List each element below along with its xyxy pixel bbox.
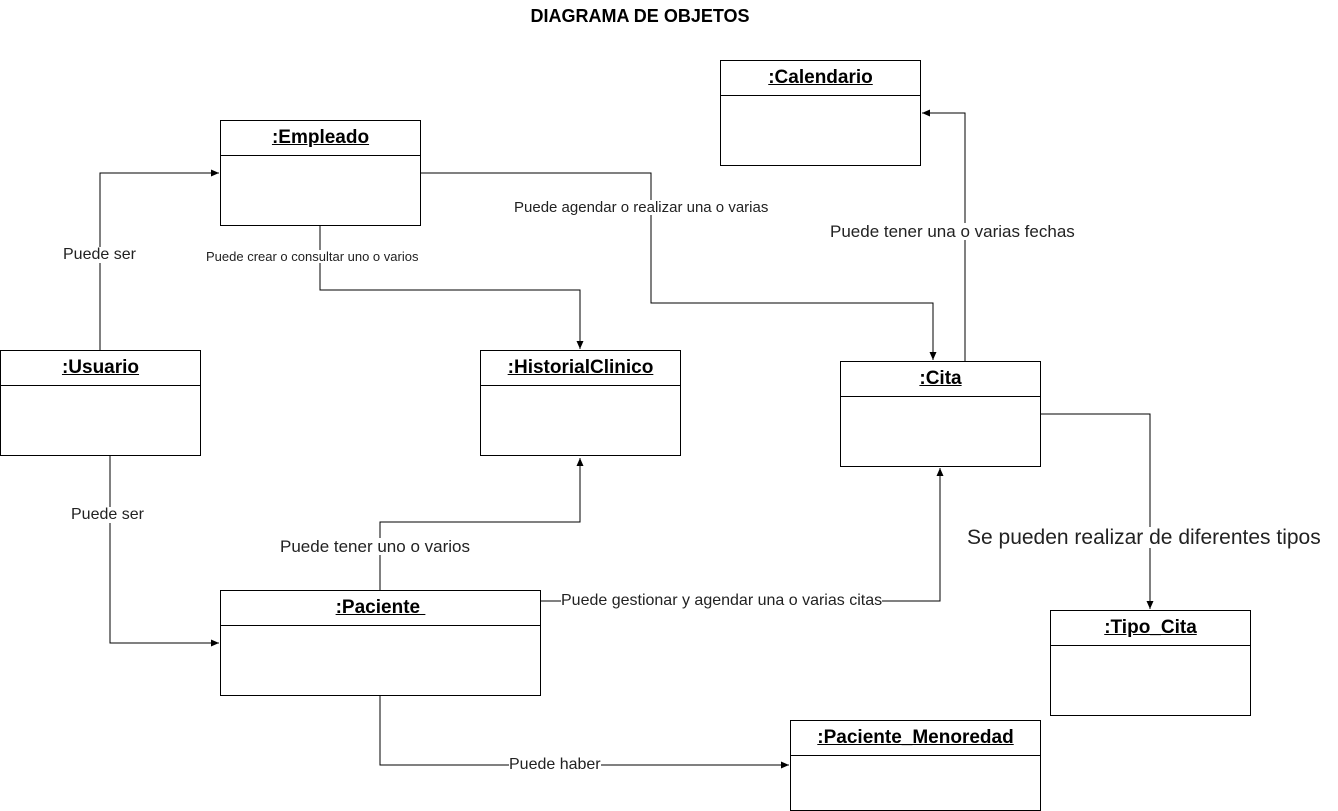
label-paciente-cita: Puede gestionar y agendar una o varias c…	[561, 592, 883, 609]
object-usuario-name: :Usuario	[1, 351, 200, 386]
label-empleado-historial: Puede crear o consultar uno o varios	[206, 249, 419, 264]
object-historial-clinico-name: :HistorialClinico	[481, 351, 680, 386]
object-cita-name: :Cita	[841, 362, 1040, 397]
connector-empleado-historial	[319, 226, 584, 349]
label-cita-calendario: Puede tener una o varias fechas	[830, 222, 1075, 241]
object-paciente-menoredad[interactable]: :Paciente_Menoredad	[790, 720, 1041, 811]
label-usuario-paciente: Puede ser	[71, 506, 144, 523]
object-usuario[interactable]: :Usuario	[0, 350, 201, 456]
object-cita[interactable]: :Cita	[840, 361, 1041, 467]
label-paciente-menor: Puede haber	[509, 756, 601, 773]
object-paciente-menoredad-name: :Paciente_Menoredad	[791, 721, 1040, 756]
label-usuario-empleado: Puede ser	[63, 246, 136, 263]
connector-paciente-menor	[379, 696, 789, 769]
object-historial-clinico[interactable]: :HistorialClinico	[480, 350, 681, 456]
label-cita-tipo: Se pueden realizar de diferentes tipos	[967, 526, 1321, 549]
connector-usuario-paciente	[109, 456, 219, 647]
object-calendario[interactable]: :Calendario	[720, 60, 921, 166]
connector-usuario-empleado	[99, 169, 219, 350]
diagram-title: DIAGRAMA DE OBJETOS	[530, 6, 750, 26]
object-empleado[interactable]: :Empleado	[220, 120, 421, 226]
label-paciente-historial: Puede tener uno o varios	[280, 537, 470, 556]
object-paciente-name: :Paciente	[221, 591, 540, 626]
connector-cita-calendario	[922, 109, 966, 361]
label-empleado-cita: Puede agendar o realizar una o varias	[514, 199, 769, 216]
connector-empleado-cita	[420, 172, 937, 360]
object-tipo-cita-name: :Tipo_Cita	[1051, 611, 1250, 646]
object-calendario-name: :Calendario	[721, 61, 920, 96]
connector-paciente-historial	[379, 458, 584, 590]
object-tipo-cita[interactable]: :Tipo_Cita	[1050, 610, 1251, 716]
connector-cita-tipo	[1040, 413, 1154, 609]
object-paciente[interactable]: :Paciente	[220, 590, 541, 696]
connector-paciente-cita	[540, 468, 944, 602]
object-empleado-name: :Empleado	[221, 121, 420, 156]
